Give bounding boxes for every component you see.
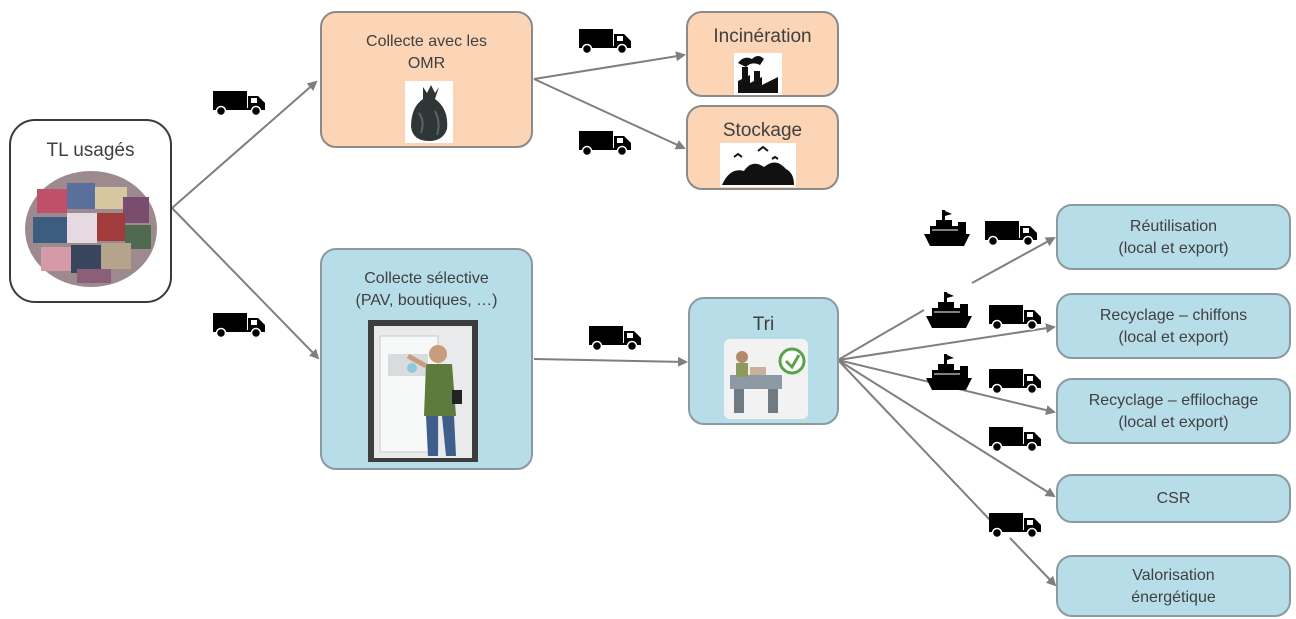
ship-icon [925,353,973,391]
arrow-tri-reutilisation [971,237,1056,284]
arrow-selective-tri [533,356,688,367]
arrow-source-selective [171,207,320,360]
valorisation-label-line1: Valorisation [1132,567,1215,584]
tri-label: Tri [752,314,775,335]
truck-icon [212,90,266,116]
csr-label: CSR [1156,490,1191,507]
valorisation-node: Valorisation énergétique [1056,555,1291,617]
ship-icon [923,209,971,247]
effilochage-label-line2: (local et export) [1118,414,1229,431]
arrow-omr-incineration [533,51,686,80]
truck-icon [588,325,642,351]
sorting-icon [724,339,808,419]
selective-label-line2: (PAV, boutiques, …) [355,292,498,309]
truck-icon [212,312,266,338]
valorisation-label-line2: énergétique [1131,589,1216,606]
garbage-bag-icon [405,81,453,143]
arrow-tri-valorisation [1009,537,1057,587]
csr-node: CSR [1056,474,1291,523]
reutilisation-label-line1: Réutilisation [1129,218,1218,235]
chiffons-label-line2: (local et export) [1118,329,1229,346]
factory-icon [734,53,782,95]
reutilisation-node: Réutilisation (local et export) [1056,204,1291,270]
truck-icon [988,304,1042,330]
truck-icon [578,130,632,156]
arrow-tri-valorisation-lower [837,359,991,521]
stockage-node: Stockage [686,105,839,190]
collection-bin-photo [368,320,478,462]
truck-icon [988,426,1042,452]
truck-icon [578,28,632,54]
selective-collection-node: Collecte sélective (PAV, boutiques, …) [320,248,533,470]
ship-icon [925,291,973,329]
truck-icon [988,368,1042,394]
omr-label-line1: Collecte avec les [366,33,487,50]
selective-label-line1: Collecte sélective [364,270,489,287]
arrow-tri-reutilisation-lower [837,309,925,361]
textile-pile-icon [25,171,157,287]
recyclage-chiffons-node: Recyclage – chiffons (local et export) [1056,293,1291,359]
stockage-label: Stockage [722,120,803,141]
reutilisation-label-line2: (local et export) [1118,240,1229,257]
chiffons-label-line1: Recyclage – chiffons [1099,307,1248,324]
incineration-node: Incinération [686,11,839,97]
arrow-tri-csr [837,359,1056,498]
landfill-icon [720,143,796,187]
omr-label-line2: OMR [407,55,446,72]
incineration-label: Incinération [713,26,812,47]
source-node: TL usagés [9,119,172,303]
tri-node: Tri [688,297,839,425]
truck-icon [988,512,1042,538]
recyclage-effilochage-node: Recyclage – effilochage (local et export… [1056,378,1291,444]
source-label: TL usagés [46,140,135,161]
arrow-tri-chiffons [837,323,1056,361]
effilochage-label-line1: Recyclage – effilochage [1088,392,1259,409]
omr-collection-node: Collecte avec les OMR [320,11,533,148]
arrow-omr-stockage [533,78,686,150]
truck-icon [984,220,1038,246]
arrow-source-omr [171,80,318,209]
